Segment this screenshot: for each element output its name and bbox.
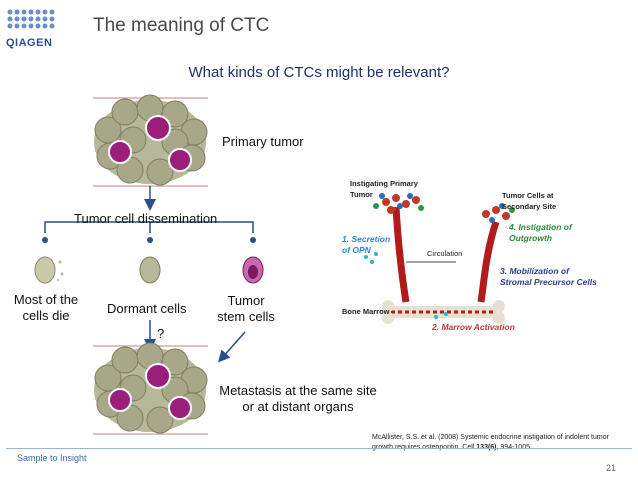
inset-marrow-activation: 2. Marrow Activation bbox=[432, 322, 515, 332]
dissemination-diagram bbox=[34, 94, 264, 435]
dying-cell-image bbox=[34, 256, 64, 284]
inset-secondary: Tumor Cells at Secondary Site bbox=[502, 190, 556, 212]
citation-line2: growth requires osteopontin. Cell 133(6)… bbox=[372, 443, 609, 453]
label-stem-line2: stem cells bbox=[217, 309, 275, 324]
label-metastasis-line1: Metastasis at the same site bbox=[219, 383, 377, 398]
slide-title: The meaning of CTC bbox=[93, 15, 270, 36]
label-stem-cells: Tumor stem cells bbox=[208, 293, 284, 325]
inset-secondary-line1: Tumor Cells at bbox=[502, 191, 554, 200]
dormant-cell-image bbox=[139, 256, 161, 284]
inset-instigating-line2: Tumor bbox=[350, 190, 373, 199]
inset-instigating-line1: Instigating Primary bbox=[350, 179, 418, 188]
label-most-die-line2: cells die bbox=[22, 308, 70, 323]
citation-line2-post: , 994-1005. bbox=[497, 444, 532, 451]
inset-mobilization-line1: 3. Mobilization of bbox=[500, 266, 569, 276]
citation: McAllister, S.S. et al. (2008) Systemic … bbox=[372, 433, 609, 453]
logo-dots-icon bbox=[7, 9, 55, 29]
label-dissemination: Tumor cell dissemination bbox=[74, 211, 218, 226]
page-number: 21 bbox=[605, 463, 616, 473]
metastasis-tumor-image bbox=[93, 342, 208, 435]
citation-line2-pre: growth requires osteopontin. Cell bbox=[372, 444, 476, 451]
citation-line1: McAllister, S.S. et al. (2008) Systemic … bbox=[372, 434, 609, 441]
instigation-inset-image bbox=[336, 172, 618, 342]
inset-circulation: Circulation bbox=[427, 249, 463, 258]
label-dormant: Dormant cells bbox=[107, 301, 187, 316]
qiagen-logo bbox=[6, 8, 66, 50]
label-metastasis-line2: or at distant organs bbox=[242, 399, 354, 414]
footer-divider bbox=[6, 448, 632, 449]
footer-tagline: Sample to Insight bbox=[17, 453, 87, 463]
label-stem-line1: Tumor bbox=[227, 293, 265, 308]
inset-mobilization: 3. Mobilization of Stromal Precursor Cel… bbox=[500, 266, 597, 288]
inset-mobilization-line2: Stromal Precursor Cells bbox=[500, 277, 597, 287]
label-primary-tumor: Primary tumor bbox=[222, 134, 304, 149]
inset-bone-marrow: Bone Marrow bbox=[342, 307, 390, 316]
inset-secondary-line2: Secondary Site bbox=[502, 202, 557, 211]
inset-instigation-line2: Outgrowth bbox=[509, 233, 552, 243]
inset-instigating: Instigating Primary Tumor bbox=[350, 178, 418, 200]
slide-subtitle: What kinds of CTCs might be relevant? bbox=[188, 64, 450, 81]
inset-secretion-line2: of OPN bbox=[342, 245, 371, 255]
label-most-die: Most of the cells die bbox=[4, 292, 88, 324]
logo-text: QIAGEN bbox=[6, 37, 53, 49]
label-question: ? bbox=[157, 326, 165, 341]
primary-tumor-image bbox=[93, 94, 208, 187]
label-metastasis: Metastasis at the same site or at distan… bbox=[218, 383, 378, 415]
stem-cell-image bbox=[242, 256, 264, 284]
inset-instigation-line1: 4. Instigation of bbox=[509, 222, 572, 232]
label-most-die-line1: Most of the bbox=[13, 292, 79, 307]
inset-secretion: 1. Secretion of OPN bbox=[342, 234, 390, 256]
inset-instigation: 4. Instigation of Outgrowth bbox=[509, 222, 572, 244]
inset-secretion-line1: 1. Secretion bbox=[342, 234, 391, 244]
citation-volume: 133(6) bbox=[476, 444, 496, 451]
